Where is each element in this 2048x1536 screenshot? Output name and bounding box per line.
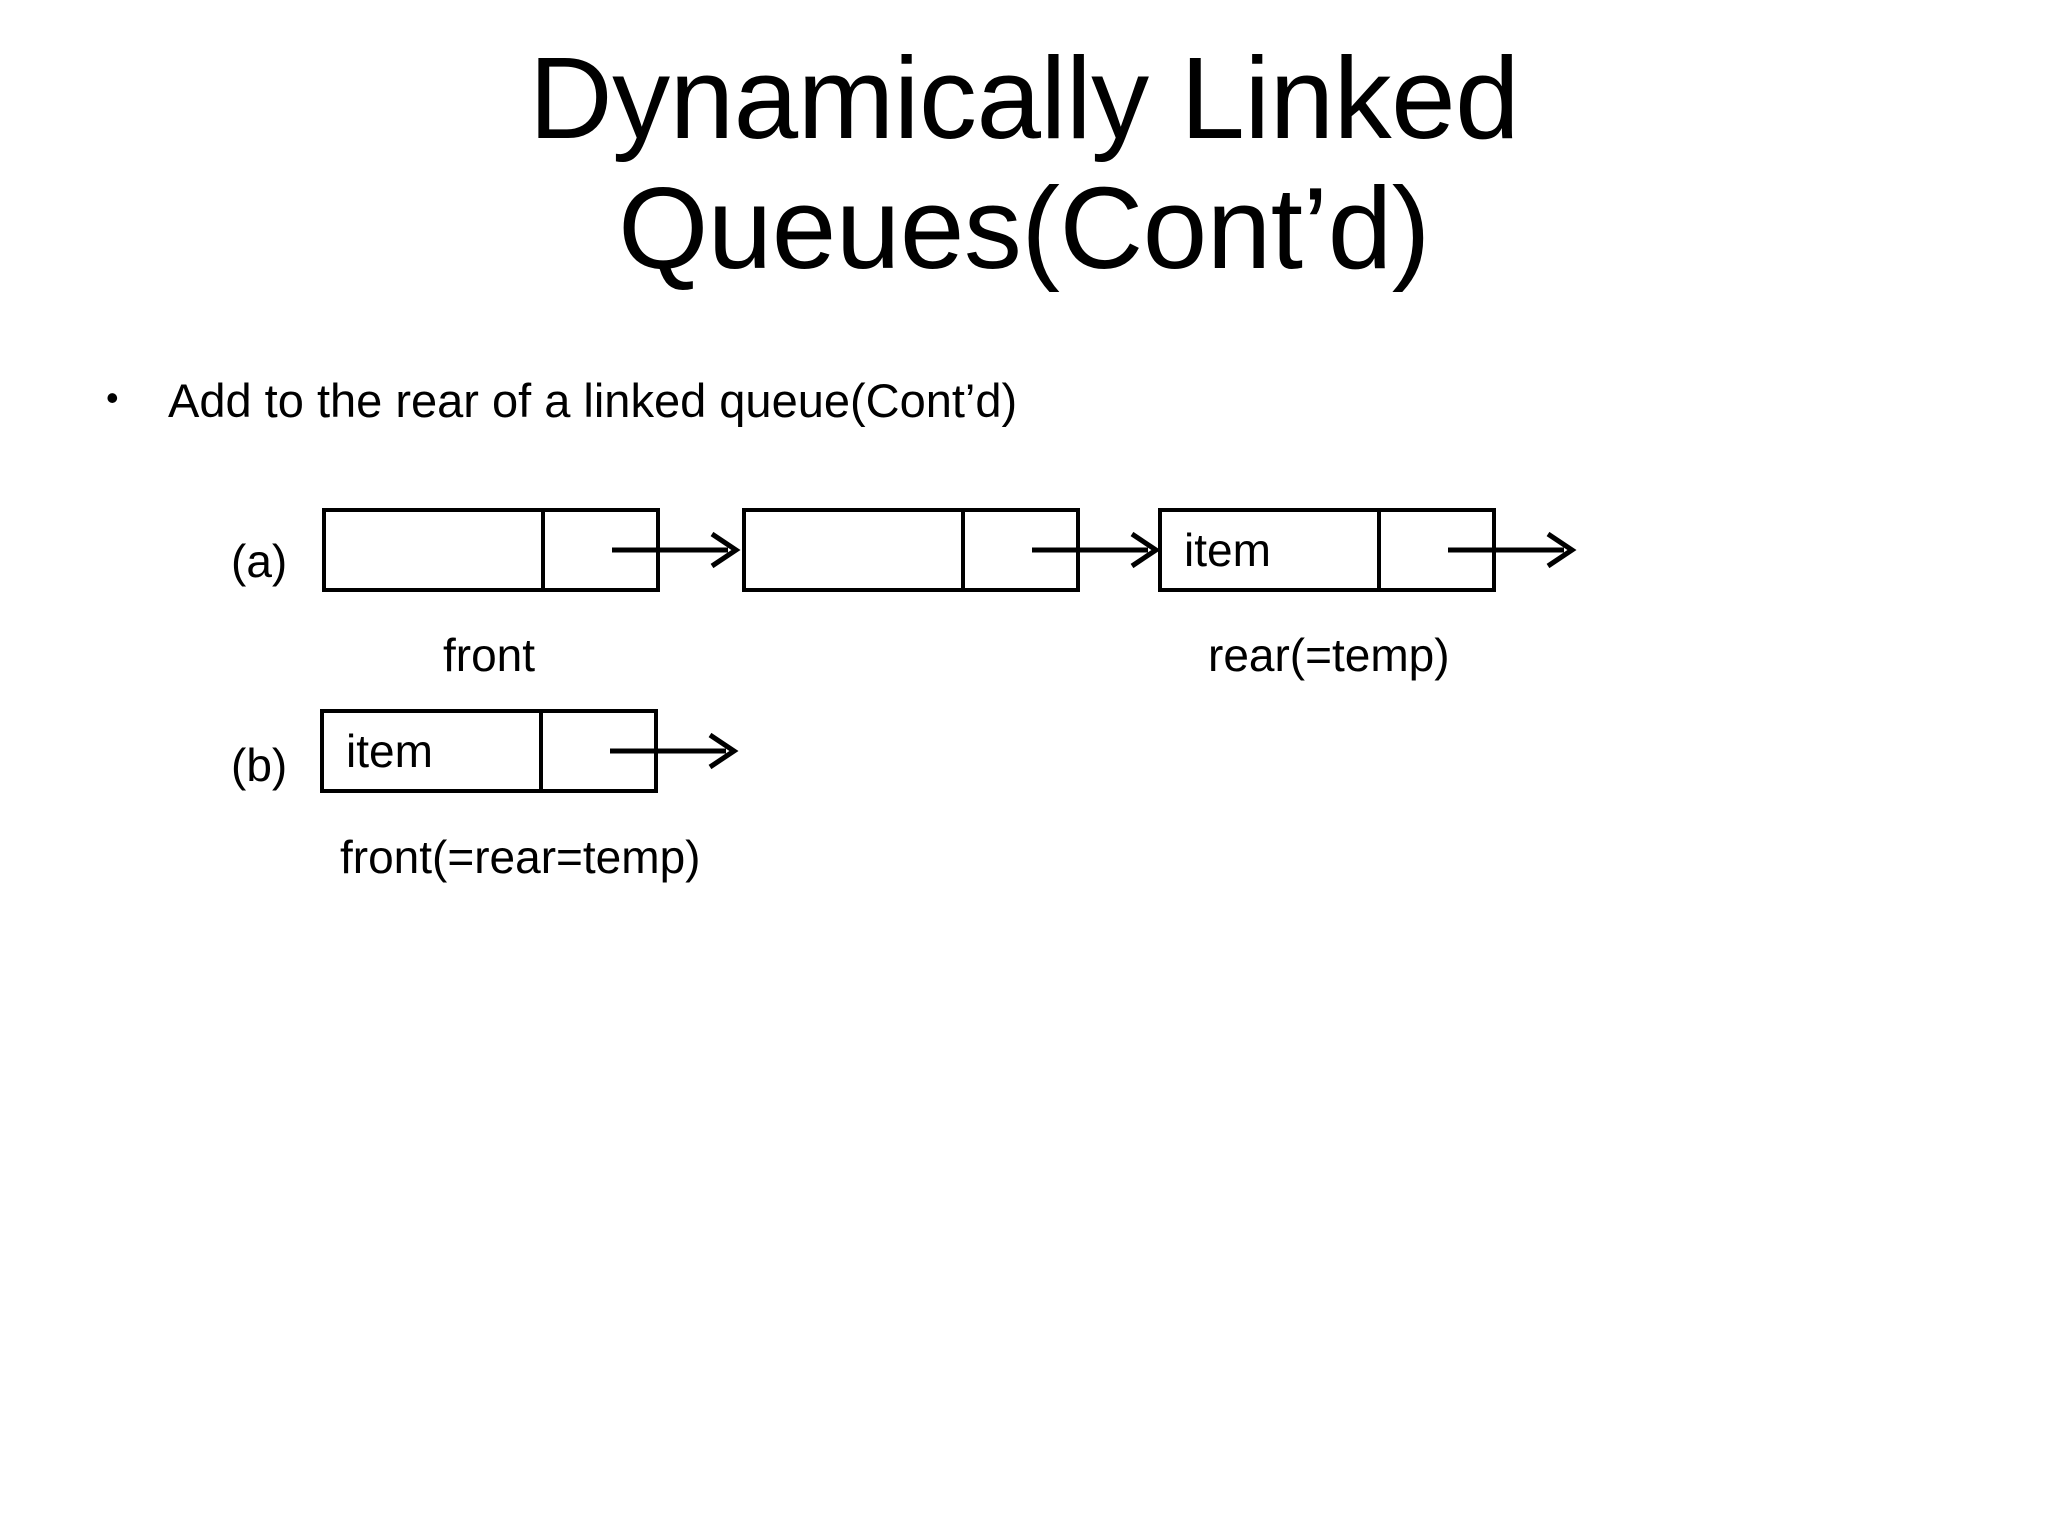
page-title: Dynamically Linked Queues(Cont’d) — [0, 33, 2048, 294]
diagram-row-a-node-3-data: item — [1162, 512, 1381, 588]
diagram-row-a-pointer-3-icon — [1448, 531, 1577, 569]
bullet-dot-icon: • — [106, 377, 119, 418]
diagram-row-a-node-2-data — [746, 512, 965, 588]
diagram-row-a-caption-front: front — [443, 629, 536, 681]
diagram-row-a-caption-rear: rear(=temp) — [1208, 629, 1450, 681]
diagram-row-b-node-1-data: item — [324, 713, 543, 789]
diagram-row-a-node-2 — [742, 508, 1080, 592]
bullet-item-label: Add to the rear of a linked queue(Cont’d… — [168, 374, 1018, 427]
diagram-row-b-node-1: item — [320, 709, 658, 793]
diagram-row-b-label: (b) — [231, 739, 288, 791]
diagram-row-a-node-3: item — [1158, 508, 1496, 592]
diagram-row-a-node-1-data — [326, 512, 545, 588]
diagram-row-b-pointer-1-icon — [610, 732, 739, 770]
diagram-row-a-node-1 — [322, 508, 660, 592]
diagram-row-a-pointer-2-icon — [1032, 531, 1161, 569]
diagram-row-a-label: (a) — [231, 535, 288, 587]
bullet-item: • Add to the rear of a linked queue(Cont… — [106, 374, 1017, 428]
diagram-row-a-pointer-1-icon — [612, 531, 741, 569]
diagram-row-b-caption-front: front(=rear=temp) — [340, 831, 701, 883]
page-title-line-2: Queues(Cont’d) — [618, 162, 1430, 293]
page-title-line-1: Dynamically Linked — [528, 33, 1520, 163]
